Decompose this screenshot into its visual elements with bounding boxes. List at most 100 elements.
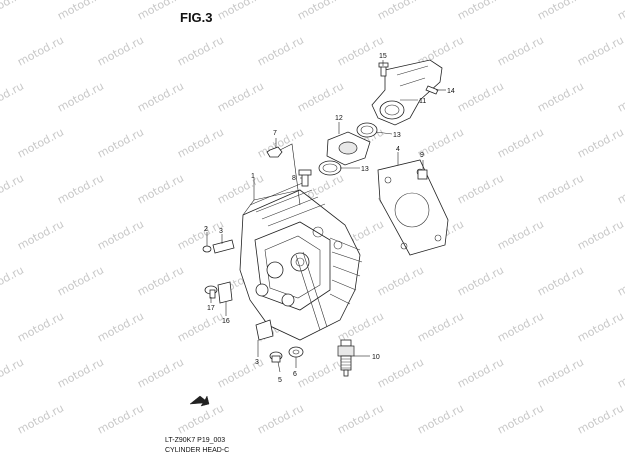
watermark-text: motod.ru — [455, 355, 506, 390]
watermark-text: motod.ru — [15, 217, 66, 252]
callout-13-lower: 13 — [361, 166, 369, 173]
watermark-text: motod.ru — [295, 0, 346, 23]
plug-17 — [204, 285, 218, 299]
watermark-text: motod.ru — [215, 0, 266, 23]
watermark-text: motod.ru — [615, 171, 625, 206]
caption-name: CYLINDER HEAD-C — [165, 447, 229, 454]
watermark-text: motod.ru — [415, 309, 466, 344]
callout-7: 7 — [273, 130, 277, 137]
watermark-text: motod.ru — [15, 125, 66, 160]
callout-6: 6 — [293, 371, 297, 378]
watermark-text: motod.ru — [135, 171, 186, 206]
watermark-text: motod.ru — [455, 171, 506, 206]
callout-16: 16 — [222, 318, 230, 325]
o-ring-upper — [356, 122, 378, 138]
watermark-text: motod.ru — [335, 401, 386, 436]
watermark-text: motod.ru — [535, 263, 586, 298]
watermark-text: motod.ru — [415, 401, 466, 436]
o-ring-lower — [318, 160, 342, 176]
watermark-text: motod.ru — [575, 33, 625, 68]
watermark-text: motod.ru — [55, 79, 106, 114]
watermark-text: motod.ru — [575, 217, 625, 252]
watermark-text: motod.ru — [255, 33, 306, 68]
watermark-text: motod.ru — [15, 33, 66, 68]
callout-8: 8 — [292, 175, 296, 182]
washer-6 — [288, 346, 304, 358]
watermark-text: motod.ru — [15, 309, 66, 344]
watermark-text: motod.ru — [455, 263, 506, 298]
callout-4: 4 — [396, 146, 400, 153]
nut-7 — [266, 146, 283, 158]
guide-3-lower — [255, 319, 274, 341]
front-arrow-icon — [189, 395, 210, 407]
watermark-text: motod.ru — [0, 355, 26, 390]
callout-1: 1 — [251, 173, 255, 180]
watermark-text: motod.ru — [0, 263, 26, 298]
watermark-text: motod.ru — [535, 79, 586, 114]
watermark-text: motod.ru — [495, 33, 546, 68]
watermark-text: motod.ru — [95, 33, 146, 68]
intake-pipe — [371, 59, 443, 126]
bolt-15 — [378, 62, 389, 77]
callout-14: 14 — [447, 88, 455, 95]
watermark-text: motod.ru — [615, 79, 625, 114]
watermark-text: motod.ru — [0, 0, 26, 23]
head-gasket — [377, 159, 449, 256]
watermark-text: motod.ru — [535, 171, 586, 206]
callout-11: 11 — [419, 98, 426, 105]
callout-5: 5 — [278, 377, 282, 384]
dowel-pin — [417, 169, 428, 180]
watermark-text: motod.ru — [615, 355, 625, 390]
watermark-text: motod.ru — [175, 33, 226, 68]
watermark-text: motod.ru — [135, 0, 186, 23]
o-ring-2 — [202, 245, 212, 253]
watermark-text: motod.ru — [175, 401, 226, 436]
callout-12: 12 — [335, 115, 343, 122]
callout-13-upper: 13 — [393, 132, 401, 139]
cylinder-head-assembly — [239, 181, 363, 341]
caption-code: LT-Z90K7 P19_003 — [165, 437, 225, 444]
bolt-8 — [298, 169, 312, 187]
watermark-text: motod.ru — [215, 79, 266, 114]
watermark-text: motod.ru — [55, 355, 106, 390]
watermark-text: motod.ru — [575, 309, 625, 344]
watermark-text: motod.ru — [375, 0, 426, 23]
watermark-text: motod.ru — [455, 0, 506, 23]
callout-labels: 1 2 3 3 4 5 6 7 8 9 10 11 12 13 13 14 15… — [204, 53, 455, 384]
watermark-text: motod.ru — [615, 0, 625, 23]
callout-2: 2 — [204, 226, 208, 233]
watermark-text: motod.ru — [575, 401, 625, 436]
callout-3-upper: 3 — [219, 228, 223, 235]
watermark-text: motod.ru — [295, 355, 346, 390]
watermark-text: motod.ru — [535, 0, 586, 23]
figure-title: FIG.3 — [180, 10, 213, 25]
watermark-text: motod.ru — [495, 217, 546, 252]
callout-10: 10 — [372, 354, 380, 361]
callout-17: 17 — [207, 305, 215, 312]
watermark-text: motod.ru — [495, 401, 546, 436]
watermark-text: motod.ru — [135, 355, 186, 390]
watermark-text: motod.ru — [455, 79, 506, 114]
callout-9: 9 — [420, 152, 424, 159]
watermark-text: motod.ru — [0, 171, 26, 206]
leader-lines — [206, 60, 446, 373]
watermark-text: motod.ru — [55, 263, 106, 298]
watermark-text: motod.ru — [615, 263, 625, 298]
watermark-text: motod.ru — [95, 125, 146, 160]
watermark-text: motod.ru — [255, 125, 306, 160]
watermark-text: motod.ru — [95, 217, 146, 252]
watermark-text: motod.ru — [95, 401, 146, 436]
watermark-text: motod.ru — [55, 0, 106, 23]
watermark-text: motod.ru — [375, 355, 426, 390]
watermark-text: motod.ru — [135, 79, 186, 114]
watermark-text: motod.ru — [95, 309, 146, 344]
guide-3-upper — [212, 239, 235, 254]
callout-15: 15 — [379, 53, 387, 60]
washer-5 — [269, 351, 283, 363]
callout-3-lower: 3 — [255, 359, 259, 366]
watermark-text: motod.ru — [575, 125, 625, 160]
watermark-text: motod.ru — [495, 125, 546, 160]
watermark-text: motod.ru — [535, 355, 586, 390]
